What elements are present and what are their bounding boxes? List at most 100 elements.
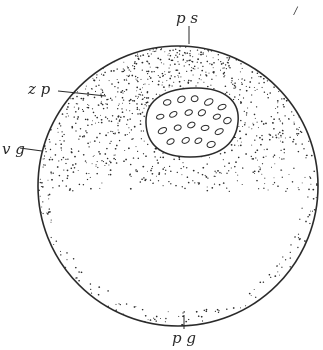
stipple-dot [198, 184, 199, 185]
label-pg: p g [172, 329, 196, 347]
stipple-dot [177, 52, 178, 53]
stipple-dot [235, 172, 236, 173]
stipple-dot [110, 98, 111, 99]
stipple-dot [285, 191, 286, 192]
stipple-dot [164, 51, 165, 52]
stipple-dot [144, 83, 145, 84]
leader-line-zp [58, 91, 106, 96]
stipple-dot [239, 94, 240, 95]
stipple-dot [174, 57, 175, 58]
stipple-dot [141, 92, 142, 93]
stipple-dot [234, 82, 236, 84]
stipple-dot [147, 171, 148, 172]
stipple-dot [113, 70, 115, 72]
stipple-dot [55, 154, 57, 156]
stipple-dot [241, 82, 242, 83]
stipple-dot [235, 86, 237, 88]
stipple-dot [82, 109, 83, 110]
stipple-dot [49, 208, 50, 209]
stipple-dot [298, 237, 299, 238]
stipple-dot [134, 306, 135, 307]
stipple-dot [160, 318, 161, 319]
stipple-dot [134, 66, 135, 67]
stipple-dot [148, 319, 149, 320]
stipple-dot [238, 157, 240, 159]
stipple-dot [279, 157, 280, 158]
stipple-dot [251, 128, 252, 129]
stipple-dot [245, 305, 246, 306]
stipple-dot [57, 166, 59, 168]
stipple-dot [130, 188, 132, 190]
stipple-dot [234, 166, 236, 168]
stipple-dot [200, 74, 201, 75]
stipple-dot [179, 81, 181, 83]
stipple-dot [226, 173, 227, 174]
stipple-dot [217, 170, 219, 172]
stipple-dot [151, 168, 152, 169]
stipple-dot [109, 143, 110, 144]
stipple-dot [110, 131, 111, 132]
stipple-dot [201, 70, 203, 72]
stipple-dot [148, 62, 149, 63]
stipple-dot [168, 181, 169, 182]
stipple-dot [72, 126, 73, 127]
stipple-dot [107, 107, 108, 108]
stipple-dot [88, 107, 90, 109]
stipple-dot [273, 156, 274, 157]
stipple-dot [257, 160, 258, 161]
stipple-dot [170, 71, 171, 72]
stipple-dot [187, 52, 189, 54]
stipple-dot [258, 83, 259, 84]
stipple-dot [269, 134, 271, 136]
stipple-dot [160, 59, 162, 61]
stipple-dot [179, 50, 181, 52]
stipple-dot [299, 238, 301, 240]
stipple-dot [277, 100, 279, 102]
stipple-dot [162, 168, 164, 170]
stipple-dot [170, 55, 172, 57]
stipple-dot [237, 175, 238, 176]
stipple-dot [112, 131, 113, 132]
stipple-dot [67, 113, 68, 114]
stipple-dot [224, 166, 225, 167]
stipple-dot [194, 182, 195, 183]
stipple-dot [157, 159, 158, 160]
stipple-dot [133, 157, 134, 158]
stipple-dot [183, 311, 185, 313]
stipple-dot [281, 158, 282, 159]
stipple-dot [129, 173, 130, 174]
stipple-dot [117, 116, 119, 118]
stipple-dot [193, 74, 194, 75]
stipple-dot [264, 183, 265, 184]
stipple-dot [99, 188, 100, 189]
stipple-dot [53, 173, 54, 174]
stipple-dot [115, 96, 116, 97]
stipple-dot [283, 104, 284, 105]
stipple-dot [92, 78, 93, 79]
stipple-dot [231, 144, 233, 146]
stipple-dot [205, 175, 206, 176]
stipple-dot [124, 134, 126, 136]
stipple-dot [261, 135, 262, 136]
stipple-dot [282, 256, 283, 257]
stipple-dot [143, 84, 144, 85]
stipple-dot [206, 309, 208, 311]
stipple-dot [90, 142, 91, 143]
stipple-dot [293, 168, 294, 169]
stipple-dot [120, 304, 121, 305]
stipple-dot [127, 66, 128, 67]
stipple-dot [178, 64, 179, 65]
stipple-dot [96, 164, 97, 165]
stipple-dot [192, 61, 194, 63]
stipple-dot [226, 309, 227, 310]
stipple-dot [266, 156, 267, 157]
stipple-dot [87, 107, 88, 108]
stipple-dot [249, 81, 251, 83]
stipple-dot [233, 307, 235, 309]
stipple-dot [220, 70, 221, 71]
stipple-dot [115, 148, 117, 150]
stipple-dot [242, 126, 243, 127]
stipple-dot [280, 150, 281, 151]
stipple-dot [43, 167, 44, 168]
